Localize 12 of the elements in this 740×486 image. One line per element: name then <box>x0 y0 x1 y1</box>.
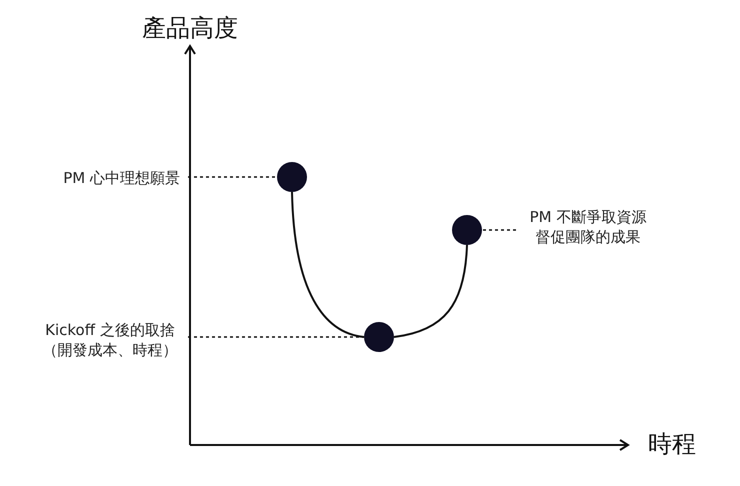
point-marker <box>277 162 307 192</box>
leader-line <box>188 176 277 178</box>
axis-title: 產品高度 <box>142 13 238 44</box>
point-marker <box>364 322 394 352</box>
annotation-text: PM 心中理想願景 <box>20 168 180 188</box>
annotation-text: PM 不斷爭取資源督促團隊的成果 <box>524 207 652 247</box>
point-marker <box>452 215 482 245</box>
curve-line <box>394 244 468 338</box>
curve-line <box>291 192 364 338</box>
annotation-text: Kickoff 之後的取捨（開發成本、時程） <box>40 320 180 360</box>
leader-line <box>482 229 516 231</box>
axis-title: 時程 <box>648 429 696 460</box>
